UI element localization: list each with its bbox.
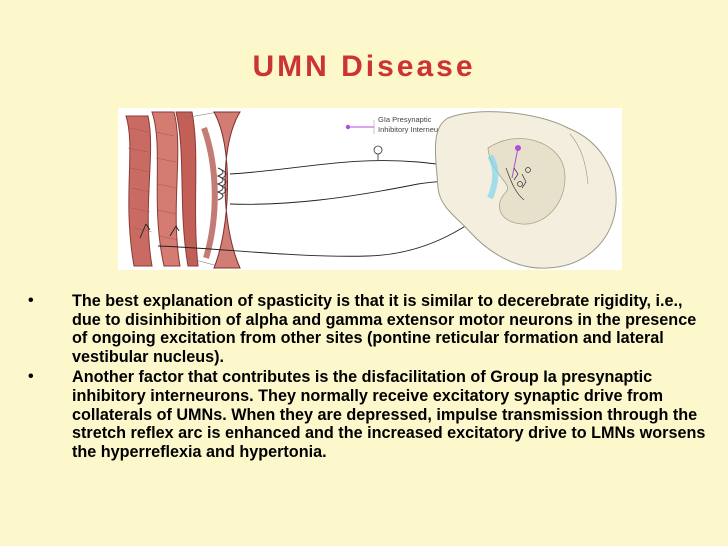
muscle-spindle [201, 111, 241, 269]
figure-label-line2: Inhibitory Interneuron [378, 125, 449, 134]
figure-label-line1: GIa Presynaptic [378, 115, 432, 124]
bullet-text: Another factor that contributes is the d… [72, 368, 706, 461]
slide-title: UMN Disease [252, 50, 476, 83]
afferent-cell-body [373, 145, 383, 160]
reflex-arc-figure: GIa Presynaptic Inhibitory Interneuron [118, 108, 622, 270]
zoom-guide-lines [183, 111, 219, 267]
reflex-arc-diagram: GIa Presynaptic Inhibitory Interneuron [125, 111, 617, 269]
interneuron-callout: GIa Presynaptic Inhibitory Interneuron [345, 115, 449, 134]
bullet-item: • The best explanation of spasticity is … [28, 292, 708, 366]
bullet-marker: • [28, 368, 34, 386]
spinal-cord-section [434, 111, 617, 269]
bullet-item: • Another factor that contributes is the… [28, 368, 708, 461]
bullet-text: The best explanation of spasticity is th… [72, 292, 697, 366]
bullet-list: • The best explanation of spasticity is … [28, 292, 708, 463]
bullet-marker: • [28, 292, 34, 309]
muscle-fibers [125, 111, 199, 267]
